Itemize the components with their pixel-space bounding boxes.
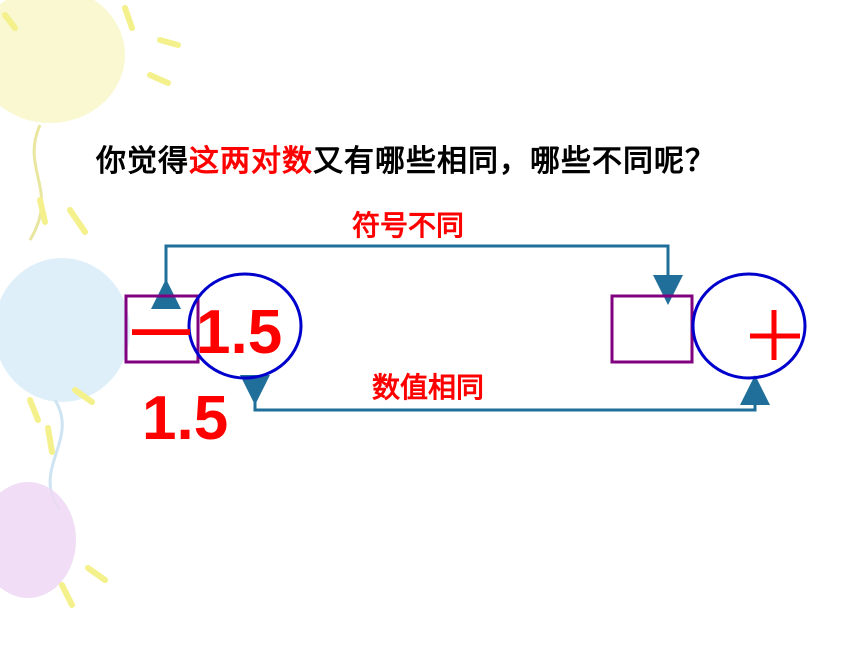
right-number-value: 1.5 — [142, 384, 229, 453]
question-highlight: 这两对数 — [189, 144, 313, 179]
value-comparison-arrow — [240, 375, 770, 412]
sun-rays-icon — [2, 5, 181, 608]
question-text: 你觉得这两对数又有哪些相同，哪些不同呢？ — [96, 136, 716, 180]
sign-comparison-arrow — [151, 244, 683, 309]
sign-different-label: 符号不同 — [352, 209, 465, 242]
value-same-label: 数值相同 — [372, 371, 485, 404]
purple-balloon-icon — [0, 482, 76, 598]
right-sign-box — [610, 294, 694, 364]
left-sign-box — [124, 294, 200, 364]
question-suffix: 又有哪些相同，哪些不同呢？ — [313, 144, 716, 179]
question-prefix: 你觉得 — [96, 144, 189, 179]
yellow-balloon-icon — [0, 0, 125, 241]
left-value-circle — [187, 272, 303, 380]
plus-sign-icon — [750, 310, 800, 360]
left-sign-value: — — [132, 296, 190, 361]
right-value-circle — [691, 272, 807, 380]
left-number-value: 1.5 — [196, 298, 283, 367]
